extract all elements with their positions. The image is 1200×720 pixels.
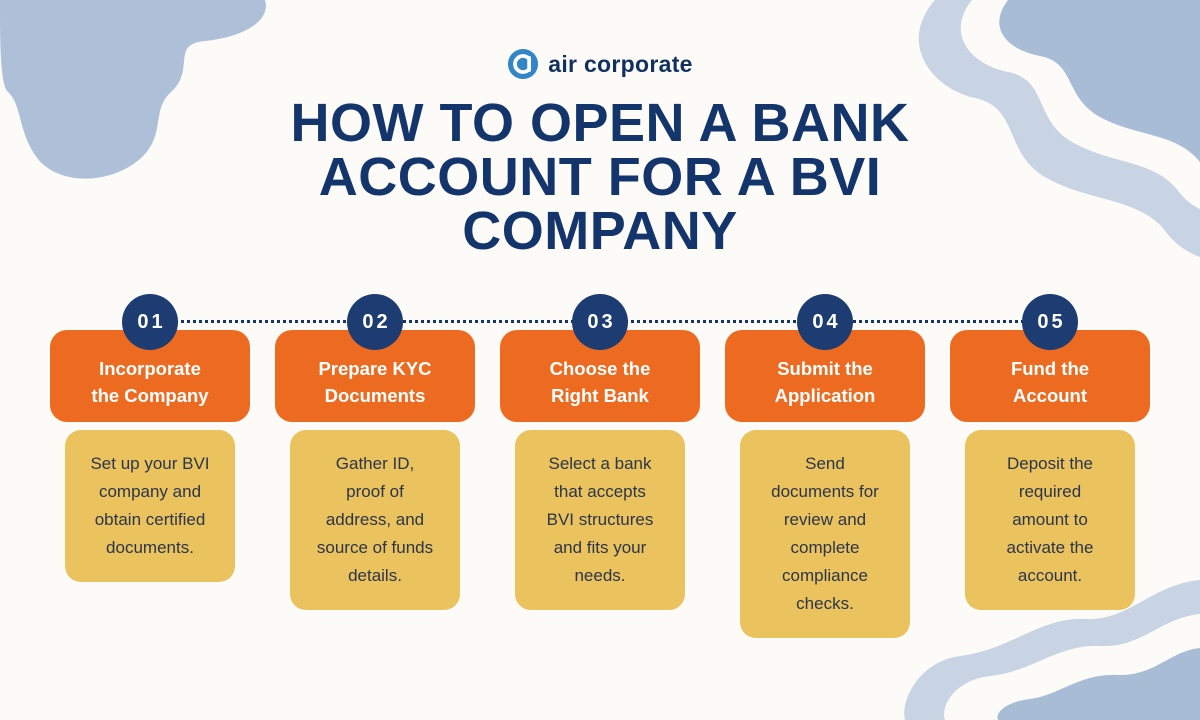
step-column-4: 04 Submit the Application Send documents… (725, 294, 925, 638)
blob-bottom-right-inner (997, 648, 1200, 720)
step-description: Select a bank that accepts BVI structure… (515, 429, 685, 610)
step-number-badge: 05 (1022, 294, 1078, 350)
step-column-1: 01 Incorporate the Company Set up your B… (50, 294, 250, 638)
step-description: Deposit the required amount to activate … (965, 429, 1135, 610)
step-number-badge: 03 (572, 294, 628, 350)
step-title-line2: the Company (91, 384, 209, 406)
air-corporate-logo-icon (508, 48, 539, 80)
step-description: Gather ID, proof of address, and source … (290, 429, 460, 610)
step-description: Set up your BVI company and obtain certi… (65, 429, 235, 582)
step-title-line2: Documents (324, 384, 426, 406)
step-description: Send documents for review and complete c… (740, 429, 910, 638)
steps-row: 01 Incorporate the Company Set up your B… (0, 294, 1200, 638)
step-number-badge: 02 (347, 294, 403, 350)
step-title-line1: Fund the (1010, 358, 1090, 379)
step-column-3: 03 Choose the Right Bank Select a bank t… (500, 294, 700, 638)
page-title: HOW TO OPEN A BANK ACCOUNT FOR A BVI COM… (290, 93, 910, 261)
step-title-line2: Right Bank (551, 384, 649, 406)
step-title-line2: Account (1013, 384, 1087, 406)
step-column-5: 05 Fund the Account Deposit the required… (950, 294, 1150, 638)
step-number-badge: 01 (122, 294, 178, 350)
logo: air corporate (0, 0, 1200, 80)
step-number-badge: 04 (797, 294, 853, 350)
step-title-line1: Choose the (549, 358, 651, 379)
step-title-line2: Application (774, 384, 876, 406)
step-column-2: 02 Prepare KYC Documents Gather ID, proo… (275, 294, 475, 638)
blob-top-left (0, 0, 266, 179)
step-title-line1: Incorporate (99, 358, 201, 379)
logo-brand-text: air corporate (548, 50, 693, 77)
blob-top-right-inner (999, 0, 1200, 162)
step-title-line1: Prepare KYC (318, 358, 432, 379)
step-title-line1: Submit the (777, 358, 873, 379)
